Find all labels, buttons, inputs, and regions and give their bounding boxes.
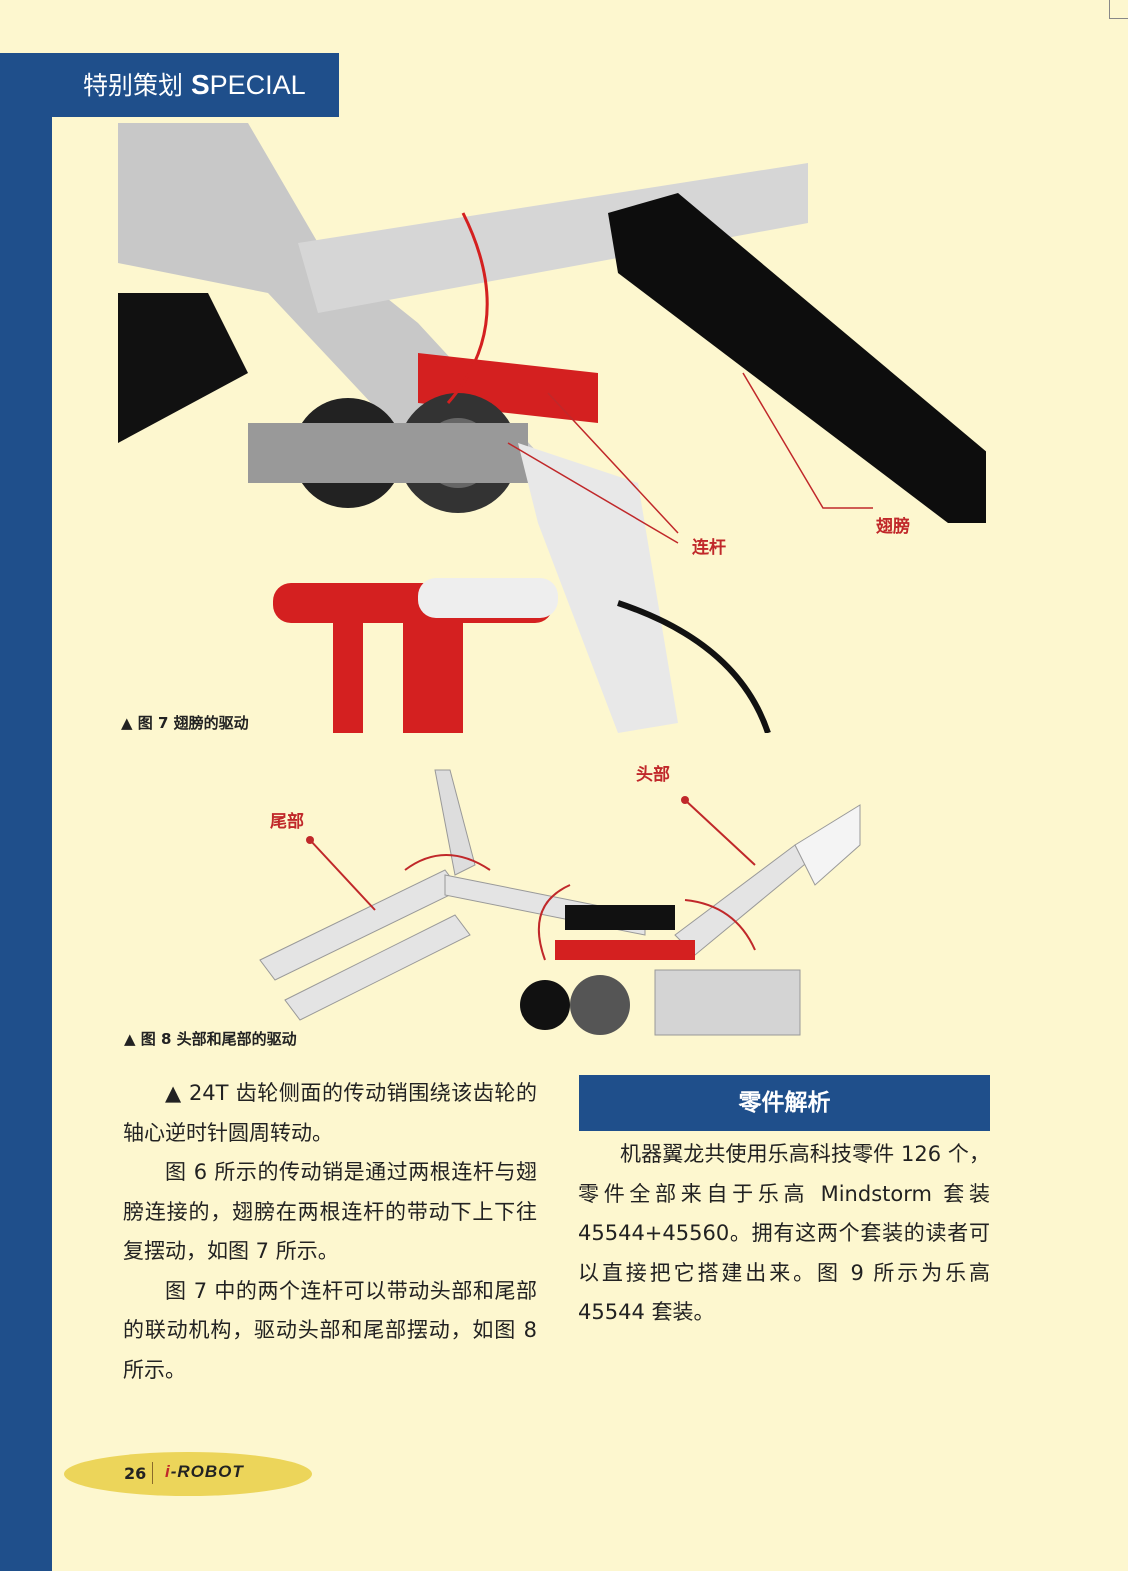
figure-7-caption: ▲ 图 7 翅膀的驱动 [121, 714, 249, 732]
magazine-logo: i-ROBOT [165, 1462, 244, 1481]
body-text-left: ▲ 24T 齿轮侧面的传动销围绕该齿轮的轴心逆时针圆周转动。 图 6 所示的传动… [123, 1074, 537, 1390]
paragraph: 图 7 中的两个连杆可以带动头部和尾部的联动机构，驱动头部和尾部摆动，如图 8 … [123, 1278, 537, 1382]
paragraph: 图 6 所示的传动销是通过两根连杆与翅膀连接的，翅膀在两根连杆的带动下上下往复摆… [123, 1160, 537, 1263]
paragraph: ▲ 24T 齿轮侧面的传动销围绕该齿轮的轴心逆时针圆周转动。 [123, 1081, 537, 1145]
label-link: 连杆 [692, 538, 726, 558]
side-band [0, 53, 52, 1571]
figure-8-caption: ▲ 图 8 头部和尾部的驱动 [124, 1030, 297, 1048]
label-wing: 翅膀 [876, 517, 910, 537]
section-header: 特别策划 SPECIAL [0, 53, 339, 117]
section-cn: 特别策划 [83, 71, 184, 100]
paragraph: 机器翼龙共使用乐高科技零件 126 个，零件全部来自于乐高 Mindstorm … [578, 1142, 990, 1324]
label-head: 头部 [636, 765, 670, 785]
section-rest: PECIAL [209, 70, 306, 100]
section-s: S [190, 69, 210, 100]
parts-analysis-title: 零件解析 [579, 1075, 990, 1131]
parts-analysis-text: 机器翼龙共使用乐高科技零件 126 个，零件全部来自于乐高 Mindstorm … [578, 1135, 990, 1333]
page-footer: 26 i-ROBOT [64, 1452, 312, 1496]
divider [152, 1462, 153, 1484]
figure-8-image [259, 769, 861, 1036]
crop-mark [1109, 0, 1128, 19]
page-number: 26 [124, 1464, 147, 1483]
label-tail: 尾部 [270, 812, 304, 832]
figure-7-image [118, 123, 986, 733]
